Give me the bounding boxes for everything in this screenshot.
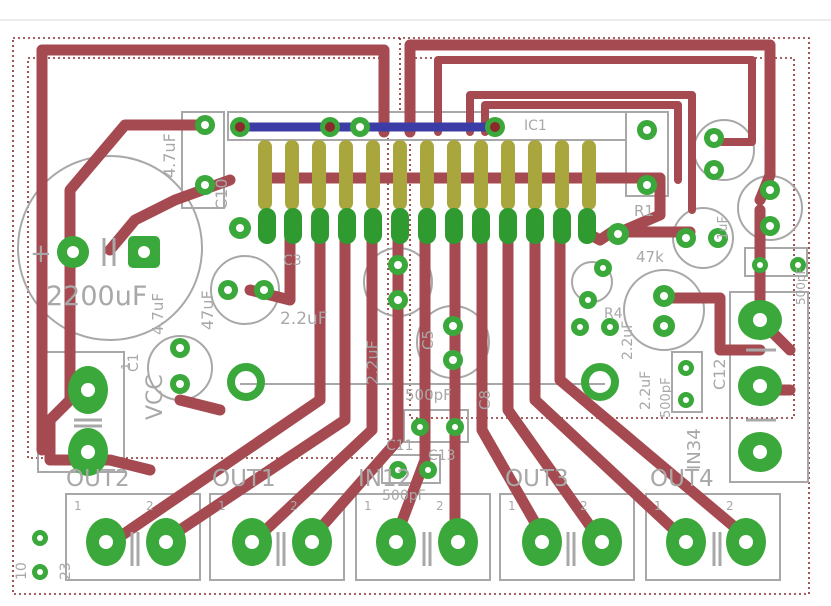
label-500p-a: 500pF bbox=[405, 386, 452, 404]
pin-label: 1 bbox=[364, 499, 372, 513]
label-side-1: 1 bbox=[119, 362, 133, 370]
through-hole-pads bbox=[32, 115, 806, 580]
label-out4: OUT4 bbox=[650, 466, 714, 492]
label-c8: C8 bbox=[476, 390, 494, 410]
label-10: 10 bbox=[14, 562, 30, 580]
pin-label: 2 bbox=[146, 499, 154, 513]
ground-zone-left bbox=[27, 57, 389, 459]
label-500p-c: 500pF bbox=[659, 377, 674, 418]
board-outline bbox=[12, 37, 810, 595]
label-23: 23 bbox=[58, 562, 74, 580]
label-cap-2200: 2200uF bbox=[46, 281, 147, 312]
label-out1: OUT1 bbox=[212, 466, 276, 492]
label-47k: 47k bbox=[636, 248, 664, 266]
label-c12: C12 bbox=[710, 358, 729, 390]
label-cap-1u: 1uF bbox=[716, 216, 731, 240]
pin-label: 2 bbox=[580, 499, 588, 513]
cap-symbols bbox=[74, 238, 776, 566]
label-cap-2u2-c: 2.2uF bbox=[620, 321, 636, 360]
label-out3: OUT3 bbox=[505, 466, 569, 492]
label-cap-4u7: 4.7uF bbox=[160, 133, 179, 178]
pin-label: 1 bbox=[218, 499, 226, 513]
label-4u7-b: 4.7uF bbox=[149, 293, 167, 335]
label-c1: C1 bbox=[126, 353, 142, 372]
label-r4: R4 bbox=[604, 306, 623, 322]
label-c3: C3 bbox=[283, 253, 302, 269]
label-ic1: IC1 bbox=[524, 118, 547, 134]
label-in12: IN12 bbox=[358, 466, 411, 492]
pin-label: 2 bbox=[726, 499, 734, 513]
label-in34: IN34 bbox=[684, 428, 705, 470]
label-500p-d: 500pF bbox=[794, 267, 808, 305]
label-out2: OUT2 bbox=[66, 466, 130, 492]
pin-label: 2 bbox=[290, 499, 298, 513]
label-cap-2u2-a: 2.2uF bbox=[280, 309, 328, 329]
label-c11: C11 bbox=[386, 438, 414, 454]
label-c5: C5 bbox=[419, 330, 437, 350]
label-c10: C10 bbox=[212, 178, 231, 210]
pin-label: 1 bbox=[74, 499, 82, 513]
pin-label: 1 bbox=[508, 499, 516, 513]
pin-label: 2 bbox=[436, 499, 444, 513]
label-cap-2u2-d: 2.2uF bbox=[638, 371, 654, 410]
label-cap-2u2-b: 2.2uF bbox=[363, 340, 382, 385]
label-c13: C13 bbox=[428, 448, 456, 464]
label-vcc: VCC bbox=[143, 374, 168, 420]
label-r1: R1 bbox=[634, 202, 654, 220]
ic1-pads-top bbox=[258, 140, 596, 210]
label-cap-47u: 47uF bbox=[198, 290, 217, 330]
label-plus: + bbox=[30, 239, 52, 269]
ic1-pads-bottom bbox=[258, 208, 596, 244]
pin-label: 1 bbox=[654, 499, 662, 513]
label-500p-b: 500pF bbox=[382, 488, 426, 504]
